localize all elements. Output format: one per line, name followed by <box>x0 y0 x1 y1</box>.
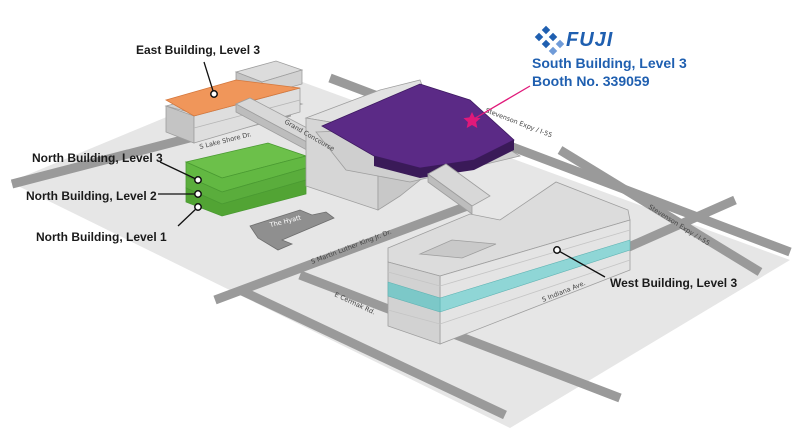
marker-north-level3[interactable] <box>194 176 202 184</box>
road-mlk <box>213 200 472 305</box>
west-floor-line-2 <box>439 259 631 325</box>
north-building[interactable] <box>184 142 308 217</box>
road-cermak <box>238 285 507 420</box>
callout-north-level3: North Building, Level 3 <box>32 151 163 165</box>
callout-north-level1: North Building, Level 1 <box>36 230 167 244</box>
south-building[interactable] <box>304 79 522 215</box>
west-building-courtyard <box>418 239 497 259</box>
fuji-diamond-logo-icon <box>534 25 565 56</box>
leader-east-level3 <box>203 61 215 95</box>
west-floor-line-4 <box>387 309 441 325</box>
west-building-level3-side <box>387 281 441 313</box>
marker-north-level1[interactable] <box>194 203 202 211</box>
marker-north-level2[interactable] <box>194 190 202 198</box>
leader-booth <box>471 85 531 121</box>
marker-west-level3[interactable] <box>553 246 561 254</box>
callout-west-level3: West Building, Level 3 <box>610 276 737 290</box>
callout-east-level3: East Building, Level 3 <box>136 43 260 57</box>
west-floor-line-1 <box>439 229 631 287</box>
west-building[interactable] <box>387 181 631 345</box>
booth-building-label: South Building, Level 3 <box>532 55 687 71</box>
south-building-curved-wall <box>374 140 514 178</box>
leader-north-level1 <box>177 206 199 227</box>
hyatt-top <box>249 209 335 251</box>
north-building-level1 <box>185 179 307 217</box>
booth-number-label: Booth No. 339059 <box>532 73 650 89</box>
east-building-level3-highlight <box>164 79 301 117</box>
road-stevenson-lower <box>557 146 763 276</box>
marker-east-level3[interactable] <box>210 90 218 98</box>
brand-logo-text: FUJI <box>566 29 613 51</box>
leader-north-level3 <box>159 161 199 181</box>
hyatt-building[interactable]: The Hyatt <box>249 209 335 251</box>
west-floor-line-3 <box>387 271 441 287</box>
star-icon[interactable] <box>463 112 481 128</box>
callout-north-level2: North Building, Level 2 <box>26 189 157 203</box>
leader-west-level3 <box>556 249 606 278</box>
